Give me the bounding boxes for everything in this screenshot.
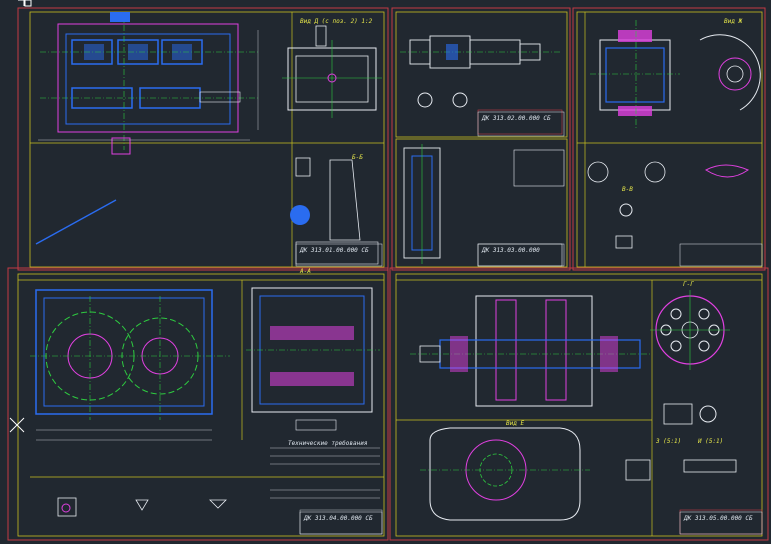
gearbox-plan-view [38,12,260,155]
title-blocks [295,111,763,535]
frame-divisions [18,12,762,536]
shaft-assembly-section [410,295,650,407]
shaft-drawing [400,35,563,135]
sheet-frames [7,7,769,541]
housing-front-view [30,289,230,441]
small-details-bottom-left [57,497,227,517]
bearing-assembly [590,20,680,130]
crosshair-cursor-left[interactable] [9,417,25,433]
shaft-details [35,157,379,265]
housing-cover-plan [420,427,590,521]
housing-side-view [246,287,380,431]
view-d-cover [282,25,382,118]
crosshair-cursor-top[interactable] [18,0,32,7]
gear-profile [587,34,761,249]
